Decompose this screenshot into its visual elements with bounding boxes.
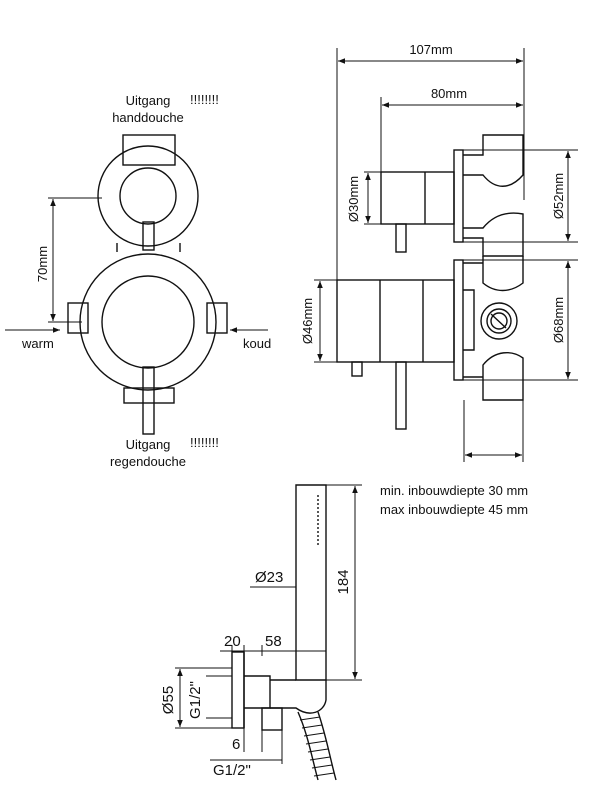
lower-handle-diameter: Ø46mm bbox=[300, 298, 315, 344]
dim-58: 58 bbox=[265, 633, 282, 650]
lower-plate-diameter: Ø68mm bbox=[551, 297, 566, 343]
rain-shower-marks: !!!!!!!! bbox=[190, 435, 219, 450]
lower-handle bbox=[101, 275, 195, 369]
plate-diameter: Ø55 bbox=[160, 686, 177, 714]
thread-connector bbox=[261, 707, 283, 731]
height-dimension: 70mm bbox=[35, 246, 50, 282]
length-dim: 184 bbox=[335, 569, 352, 594]
upper-handle-diameter: Ø30mm bbox=[346, 176, 361, 222]
body-depth-dim: 80mm bbox=[431, 86, 467, 101]
upper-handle-side bbox=[380, 171, 455, 225]
warm-inlet bbox=[67, 302, 89, 334]
hand-shower-outlet-label-2: handdouche bbox=[112, 110, 184, 125]
hose-thread: G1/2" bbox=[213, 762, 251, 779]
dim-20: 20 bbox=[224, 633, 241, 650]
upper-plate-diameter: Ø52mm bbox=[551, 173, 566, 219]
lower-lever bbox=[142, 366, 155, 435]
hose bbox=[297, 711, 337, 781]
rain-shower-outlet-label: Uitgang bbox=[126, 437, 171, 452]
rain-shower-outlet-label-2: regendouche bbox=[110, 454, 186, 469]
hand-shower-marks: !!!!!!!! bbox=[190, 92, 219, 107]
total-depth-dim: 107mm bbox=[409, 42, 452, 57]
upper-lever bbox=[142, 221, 155, 251]
min-depth-note: min. inbouwdiepte 30 mm bbox=[380, 483, 528, 498]
upper-body-top bbox=[122, 134, 176, 166]
dim-6: 6 bbox=[232, 736, 240, 753]
wall-plate bbox=[231, 651, 245, 729]
side-view: 107mm 80mm Ø30mm Ø52mm bbox=[300, 42, 578, 462]
max-depth-note: max inbouwdiepte 45 mm bbox=[380, 502, 528, 517]
upper-handle bbox=[119, 167, 177, 225]
diverter-knob bbox=[480, 302, 518, 340]
lower-cover-plate bbox=[79, 253, 217, 391]
lower-knob-tip bbox=[351, 361, 363, 377]
cold-label: koud bbox=[243, 336, 271, 351]
lower-lever-side bbox=[395, 361, 407, 430]
wall-thread: G1/2" bbox=[187, 681, 204, 719]
cold-inlet bbox=[206, 302, 228, 334]
upper-cover-plate bbox=[97, 145, 199, 247]
warm-label: warm bbox=[21, 336, 54, 351]
upper-plate-side bbox=[453, 149, 464, 243]
hand-shower-outlet-label: Uitgang bbox=[126, 93, 171, 108]
hand-shower-drawing: 184 Ø23 20 58 Ø55 G1/2" 6 G1/2" bbox=[160, 484, 362, 781]
lower-handle-side bbox=[336, 279, 455, 363]
upper-lever-side bbox=[395, 223, 407, 253]
lower-plate-side bbox=[453, 259, 464, 381]
head-diameter: Ø23 bbox=[255, 569, 283, 586]
lower-body-bottom bbox=[123, 387, 175, 404]
front-view: 70mm warm koud Uitgang handdouche !!!!!!… bbox=[5, 92, 271, 469]
